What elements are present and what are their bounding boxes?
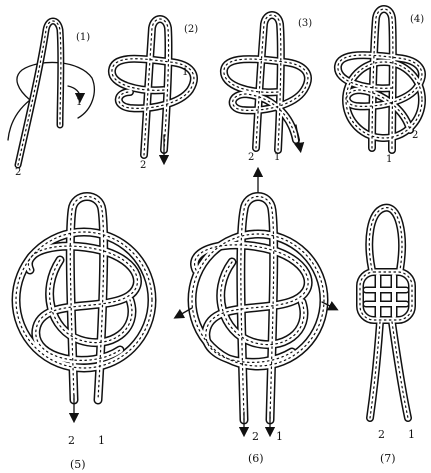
step-4-panel: (4) 2 1 — [338, 9, 424, 165]
step-6-rope — [192, 197, 324, 421]
step-1-panel: (1) 1 2 — [8, 21, 94, 178]
step-3-end-2-label: 2 — [248, 152, 254, 163]
step-7-panel: 2 1 (7) — [360, 208, 415, 465]
step-3-rope — [224, 15, 308, 150]
step-1-end-1-label: 1 — [76, 97, 82, 108]
step-5-end-2-label: 2 — [68, 434, 75, 447]
step-6-panel: 2 1 (6) — [178, 172, 334, 465]
step-5-panel: 2 1 (5) — [16, 197, 152, 472]
step-2-panel: (2) 1 2 — [112, 19, 198, 171]
step-4-label: (4) — [410, 14, 424, 25]
step-6-end-2-label: 2 — [252, 430, 259, 443]
step-2-end-1-label: 1 — [182, 67, 188, 78]
step-1-end-2-label: 2 — [15, 167, 21, 178]
step-7-rope — [360, 208, 412, 418]
step-7-end-2-label: 2 — [378, 428, 385, 441]
step-3-label: (3) — [298, 18, 312, 29]
step-2-label: (2) — [184, 24, 198, 35]
step-2-end-2-label: 2 — [140, 160, 146, 171]
step-5-rope — [16, 197, 152, 401]
step-6-label: (6) — [248, 452, 264, 465]
step-6-end-1-label: 1 — [276, 430, 283, 443]
step-1-label: (1) — [76, 32, 90, 43]
step-3-panel: (3) 2 1 — [224, 15, 312, 163]
step-3-end-1-label: 1 — [274, 152, 280, 163]
step-7-label: (7) — [380, 452, 396, 465]
step-2-rope — [112, 19, 194, 155]
step-1-rope — [18, 21, 61, 165]
step-5-label: (5) — [70, 458, 86, 471]
step-7-end-1-label: 1 — [408, 428, 415, 441]
step-5-end-1-label: 1 — [98, 434, 105, 447]
step-4-end-2-label: 2 — [412, 130, 418, 141]
step-4-end-1-label: 1 — [386, 154, 392, 165]
step-4-rope — [338, 9, 422, 150]
